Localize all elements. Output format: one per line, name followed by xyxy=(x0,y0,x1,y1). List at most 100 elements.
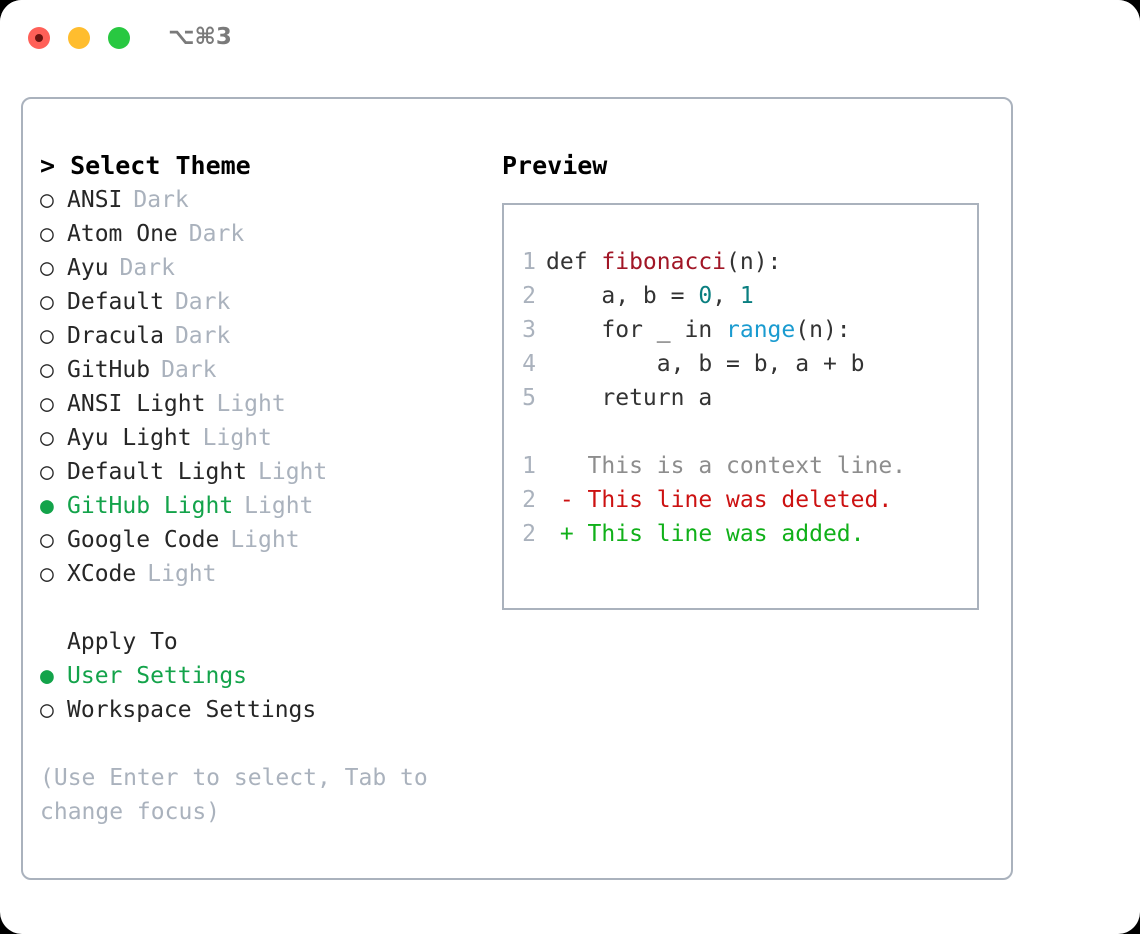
radio-unselected-icon[interactable]: ○ xyxy=(40,255,54,281)
title-bar: ⌥⌘3 xyxy=(0,0,1140,78)
theme-option-label: Default Light xyxy=(67,459,248,485)
theme-variant-tag: Light xyxy=(258,459,328,485)
apply-to-option-label: User Settings xyxy=(67,663,248,689)
code-line: 5 return a xyxy=(504,381,977,415)
select-theme-header: > Select Theme xyxy=(40,151,251,180)
code-line: 3 for _ in range(n): xyxy=(504,313,977,347)
diff-line-ctx: 1 This is a context line. xyxy=(504,449,977,483)
theme-variant-tag: Dark xyxy=(161,357,217,383)
theme-variant-tag: Light xyxy=(147,561,217,587)
code-token: return a xyxy=(546,385,713,411)
code-line: 1 def fibonacci(n): xyxy=(504,245,977,279)
apply-to-option-workspace-settings[interactable]: ○ Workspace Settings xyxy=(40,693,470,727)
radio-selected-icon[interactable]: ● xyxy=(40,493,54,519)
theme-option-label: Default xyxy=(67,289,164,315)
code-token: 1 xyxy=(739,283,754,309)
minimize-window-button[interactable] xyxy=(68,27,90,49)
radio-selected-icon[interactable]: ● xyxy=(40,663,54,689)
code-token: a, b = b, a + b xyxy=(546,351,865,377)
theme-variant-tag: Dark xyxy=(174,289,231,315)
theme-option-dracula[interactable]: ○ Dracula Dark xyxy=(40,319,470,353)
code-token: for _ in xyxy=(546,317,727,343)
code-line-text: a, b = b, a + b xyxy=(546,347,865,381)
code-token: a, b = xyxy=(546,283,699,309)
code-token: 0 xyxy=(698,283,713,309)
code-line-text: a, b = 0, 1 xyxy=(546,279,754,313)
radio-unselected-icon[interactable]: ○ xyxy=(40,187,54,213)
theme-variant-tag: Light xyxy=(202,425,272,451)
code-token: fibonacci xyxy=(601,249,727,275)
line-number: 1 xyxy=(522,453,536,479)
theme-variant-tag: Dark xyxy=(133,187,189,213)
radio-unselected-icon[interactable]: ○ xyxy=(40,221,54,247)
radio-unselected-icon[interactable]: ○ xyxy=(40,289,54,315)
code-line-text: return a xyxy=(546,381,712,415)
maximize-window-button[interactable] xyxy=(108,27,130,49)
code-line-text: for _ in range(n): xyxy=(546,313,850,347)
close-window-button[interactable] xyxy=(28,27,50,49)
apply-to-option-user-settings[interactable]: ● User Settings xyxy=(40,659,470,693)
apply-to-header: ○ Apply To xyxy=(40,625,470,659)
theme-option-ayu[interactable]: ○ Ayu Dark xyxy=(40,251,470,285)
code-line: 4 a, b = b, a + b xyxy=(504,347,977,381)
radio-unselected-icon[interactable]: ○ xyxy=(40,323,54,349)
radio-unselected-icon[interactable]: ○ xyxy=(40,357,54,383)
line-number: 3 xyxy=(522,317,536,343)
apply-to-option-list[interactable]: ● User Settings ○ Workspace Settings xyxy=(40,659,470,727)
theme-option-default[interactable]: ○ Default Dark xyxy=(40,285,470,319)
theme-option-label: Atom One xyxy=(67,221,178,247)
theme-option-label: ANSI xyxy=(67,187,123,213)
radio-unselected-icon[interactable]: ○ xyxy=(40,697,54,723)
theme-option-label: GitHub Light xyxy=(67,493,234,519)
preview-header: Preview xyxy=(502,151,608,180)
theme-variant-tag: Light xyxy=(244,493,314,519)
diff-line-add: 2 + This line was added. xyxy=(504,517,977,551)
radio-unselected-icon[interactable]: ○ xyxy=(40,561,54,587)
theme-variant-tag: Dark xyxy=(188,221,245,247)
radio-unselected-icon[interactable]: ○ xyxy=(40,459,54,485)
theme-option-ayu-light[interactable]: ○ Ayu Light Light xyxy=(40,421,470,455)
radio-unselected-icon[interactable]: ○ xyxy=(40,425,54,451)
preview-spacer xyxy=(504,415,977,449)
code-token: def xyxy=(546,249,602,275)
code-line-text: def fibonacci(n): xyxy=(546,245,781,279)
line-number: 5 xyxy=(522,385,536,411)
line-number: 2 xyxy=(522,283,536,309)
apply-to-option-label: Workspace Settings xyxy=(67,697,317,723)
theme-option-ansi-light[interactable]: ○ ANSI Light Light xyxy=(40,387,470,421)
diff-line-text: This is a context line. xyxy=(546,453,907,479)
code-token: (n): xyxy=(726,249,782,275)
theme-variant-tag: Light xyxy=(230,527,300,553)
theme-option-label: Ayu xyxy=(67,255,109,281)
line-number: 4 xyxy=(522,351,536,377)
radio-unselected-icon[interactable]: ○ xyxy=(40,391,54,417)
theme-variant-tag: Light xyxy=(216,391,286,417)
line-number: 1 xyxy=(522,249,536,275)
theme-option-github-light[interactable]: ● GitHub Light Light xyxy=(40,489,470,523)
theme-option-ansi[interactable]: ○ ANSI Dark xyxy=(40,183,470,217)
theme-option-label: ANSI Light xyxy=(67,391,206,417)
diff-preview: 1 This is a context line.2 - This line w… xyxy=(504,449,977,551)
theme-option-github[interactable]: ○ GitHub Dark xyxy=(40,353,470,387)
theme-variant-tag: Dark xyxy=(174,323,231,349)
radio-unselected-icon[interactable]: ○ xyxy=(40,527,54,553)
code-line: 2 a, b = 0, 1 xyxy=(504,279,977,313)
theme-option-label: XCode xyxy=(67,561,137,587)
theme-variant-tag: Dark xyxy=(119,255,175,281)
code-token: range xyxy=(726,317,796,343)
keyboard-shortcut-label: ⌥⌘3 xyxy=(168,24,232,50)
theme-option-label: GitHub xyxy=(67,357,151,383)
theme-option-default-light[interactable]: ○ Default Light Light xyxy=(40,455,470,489)
theme-option-atom-one[interactable]: ○ Atom One Dark xyxy=(40,217,470,251)
code-token: , xyxy=(712,283,740,309)
theme-option-label: Ayu Light xyxy=(67,425,192,451)
theme-option-xcode[interactable]: ○ XCode Light xyxy=(40,557,470,591)
theme-option-label: Dracula xyxy=(67,323,164,349)
